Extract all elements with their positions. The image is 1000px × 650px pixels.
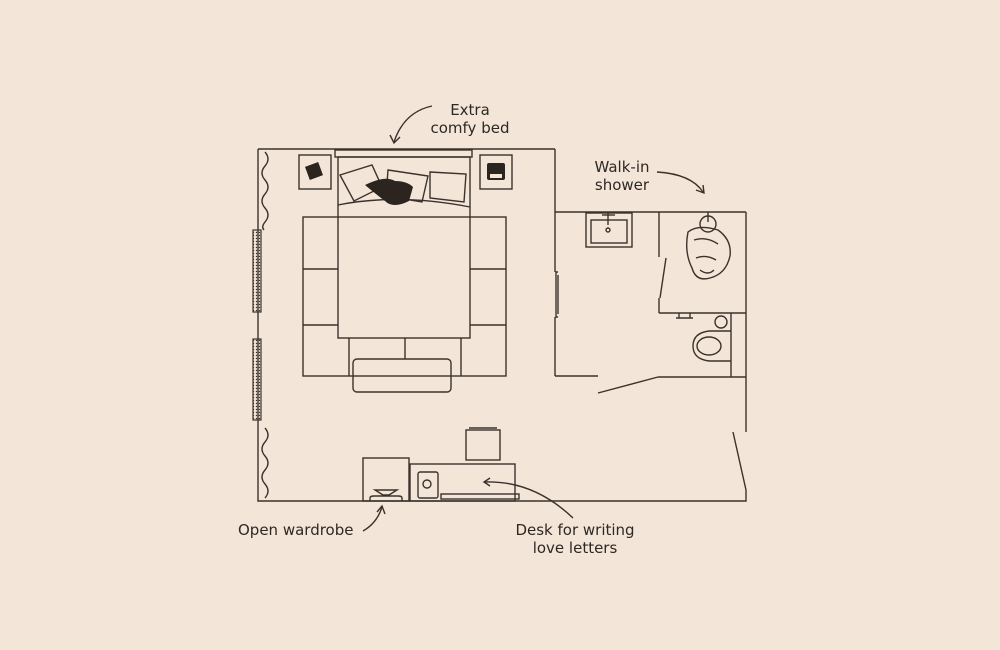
windows xyxy=(252,229,262,421)
desk xyxy=(409,463,520,502)
toilet xyxy=(692,313,732,377)
desk-label-line-1: Desk for writing xyxy=(515,521,635,539)
shower-label: Walk-in shower xyxy=(572,158,672,194)
wardrobe xyxy=(362,457,410,502)
bed xyxy=(334,149,473,339)
curtains xyxy=(261,151,269,499)
desk-chair xyxy=(465,427,501,461)
desk-label-line-2: love letters xyxy=(532,539,618,557)
wardrobe-label: Open wardrobe xyxy=(238,521,354,539)
annotation-arrows xyxy=(362,105,705,532)
bed-label-line-2: comfy bed xyxy=(430,119,510,137)
shower-label-line-2: shower xyxy=(594,176,650,194)
bed-label: Extra comfy bed xyxy=(420,101,520,137)
shower xyxy=(658,212,746,319)
bed-label-line-1: Extra xyxy=(450,101,490,119)
bench xyxy=(352,358,452,393)
desk-label: Desk for writing love letters xyxy=(495,521,655,557)
sink xyxy=(585,212,633,248)
doors xyxy=(555,271,747,491)
nightstands xyxy=(298,154,513,190)
rug xyxy=(302,216,507,377)
shower-label-line-1: Walk-in xyxy=(594,158,650,176)
